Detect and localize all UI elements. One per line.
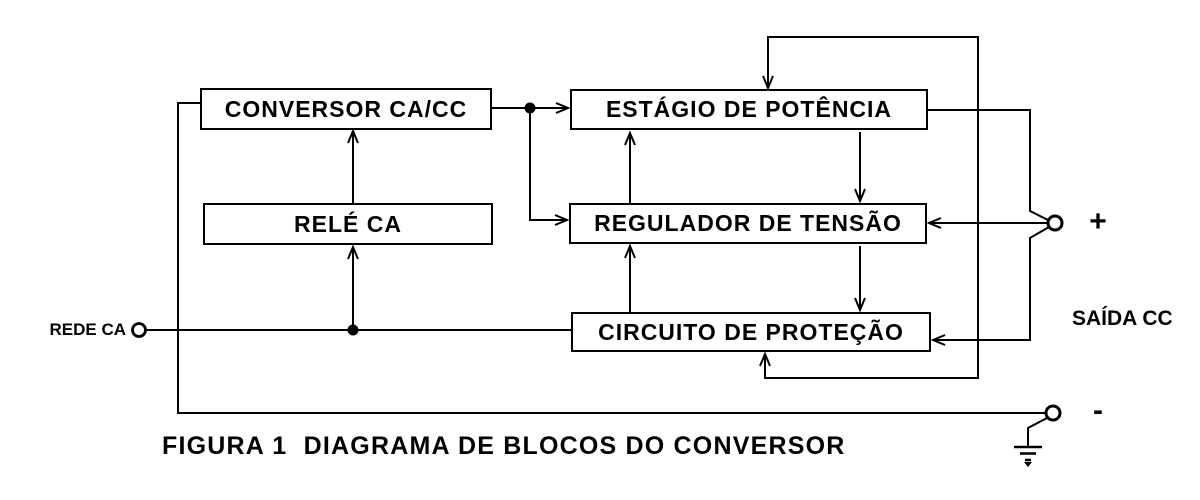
arrowhead-right-icon — [555, 102, 571, 114]
wire-estagio-to-regulador-down — [854, 132, 866, 204]
wire-circuito-to-regulador-up — [624, 243, 636, 312]
arrowhead-up-icon — [347, 128, 359, 144]
block-regulador-de-tensao: REGULADOR DE TENSÃO — [569, 203, 927, 244]
junction-dot-rede-ca — [347, 324, 359, 336]
plus-terminal-label: + — [1089, 205, 1107, 238]
rede-ca-label: REDE CA — [49, 320, 126, 339]
minus-terminal-label: - — [1093, 394, 1103, 427]
wire-junction-to-rele — [347, 244, 359, 330]
arrowhead-up-icon — [759, 351, 771, 367]
wire-rele-to-conversor — [347, 128, 359, 203]
wire-junction-to-regulador — [529, 108, 570, 226]
terminal-rede-ca-circle — [131, 322, 147, 338]
wire-feedback-bus — [759, 36, 979, 379]
wire-mains-to-minus-terminal — [177, 102, 1046, 414]
arrowhead-down-icon — [854, 188, 866, 204]
block-estagio-de-potencia: ESTÁGIO DE POTÊNCIA — [570, 89, 928, 130]
wire-estagio-output-to-plus — [928, 109, 1049, 221]
block-circuito-de-protecao: CIRCUITO DE PROTEÇÃO — [571, 312, 931, 352]
saida-cc-label: SAÍDA CC — [1072, 307, 1173, 330]
arrowhead-left-icon — [926, 217, 942, 229]
ground-icon — [1014, 445, 1042, 467]
arrowhead-down-icon — [762, 75, 774, 91]
terminal-plus-circle — [1046, 214, 1064, 232]
block-conversor-ca-cc: CONVERSOR CA/CC — [200, 88, 492, 130]
arrowhead-down-icon — [854, 297, 866, 313]
arrowhead-up-icon — [347, 244, 359, 260]
arrowhead-right-icon — [554, 214, 570, 226]
block-rele-ca: RELÉ CA — [203, 203, 493, 245]
wire-regulador-to-circuito-down — [854, 246, 866, 313]
wire-regulador-to-estagio-up — [624, 130, 636, 203]
wire-plus-to-regulador — [926, 217, 1048, 229]
arrowhead-left-icon — [930, 334, 946, 346]
wire-plus-to-circuito — [930, 226, 1050, 346]
figure-caption: FIGURA 1 DIAGRAMA DE BLOCOS DO CONVERSOR — [162, 432, 846, 460]
junction-dot-conversor-output — [524, 102, 536, 114]
arrowhead-up-icon — [624, 243, 636, 259]
terminal-minus-circle — [1044, 404, 1062, 422]
arrowhead-up-icon — [624, 130, 636, 146]
wire-minus-to-ground — [1027, 417, 1048, 447]
